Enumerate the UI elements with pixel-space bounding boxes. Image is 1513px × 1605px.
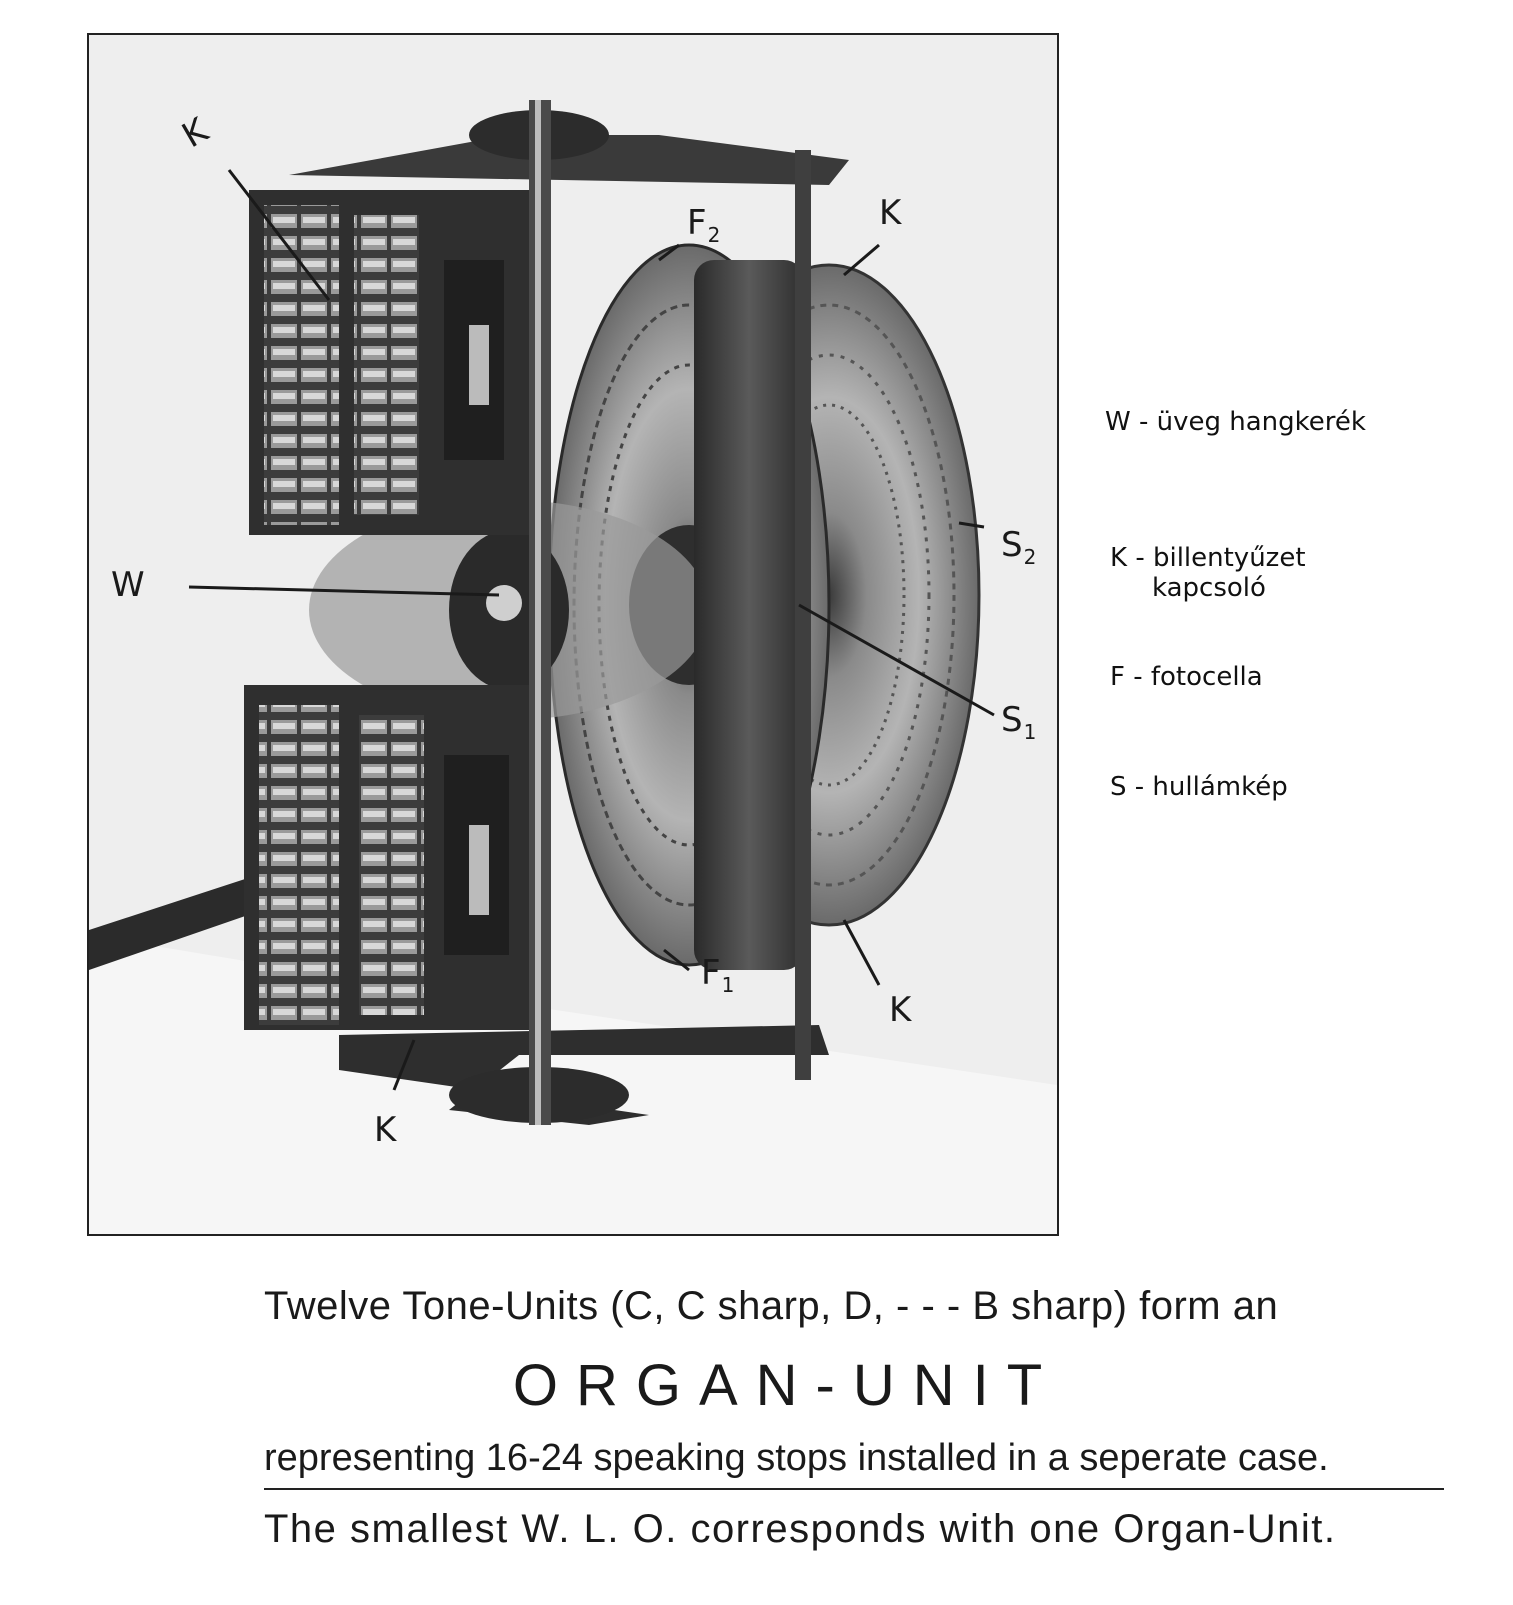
label-f1: F1: [701, 953, 736, 997]
caption-line-1: Twelve Tone-Units (C, C sharp, D, - - - …: [264, 1284, 1279, 1328]
top-plate: [289, 135, 849, 185]
legend-w: W - üveg hangkerék: [1105, 407, 1366, 437]
machine-photo: K F2 K W S2 S1 F1 K K: [87, 33, 1059, 1236]
label-k-bottom-left: K: [374, 1110, 398, 1150]
legend-k: K - billentyűzet kapcsoló: [1110, 543, 1306, 603]
right-rod: [795, 150, 811, 1080]
caption-heading: ORGAN-UNIT: [512, 1353, 1061, 1418]
legend-s: S - hullámkép: [1110, 772, 1288, 802]
label-f2: F2: [687, 203, 722, 247]
label-k-bottom-right: K: [889, 990, 913, 1030]
leader-lines: [188, 169, 995, 1091]
label-s1: S1: [1001, 700, 1038, 744]
label-k-top-right: K: [879, 193, 903, 233]
legend-f: F - fotocella: [1110, 662, 1263, 692]
caption-underline: [264, 1488, 1444, 1490]
keyboard-switch-lower: [244, 685, 529, 1030]
caption-line-3: representing 16-24 speaking stops instal…: [264, 1437, 1329, 1479]
label-s2: S2: [1001, 525, 1038, 569]
organ-unit-illustration: [89, 35, 1057, 1234]
legend-k-line1: K - billentyűzet: [1110, 543, 1306, 573]
photocell-housing: [694, 260, 804, 970]
legend-k-line2: kapcsoló: [1152, 573, 1266, 603]
bottom-plate: [339, 1025, 829, 1125]
label-w: W: [111, 565, 146, 605]
caption-line-4: The smallest W. L. O. corresponds with o…: [264, 1507, 1337, 1551]
keyboard-switch-upper: [249, 190, 529, 535]
